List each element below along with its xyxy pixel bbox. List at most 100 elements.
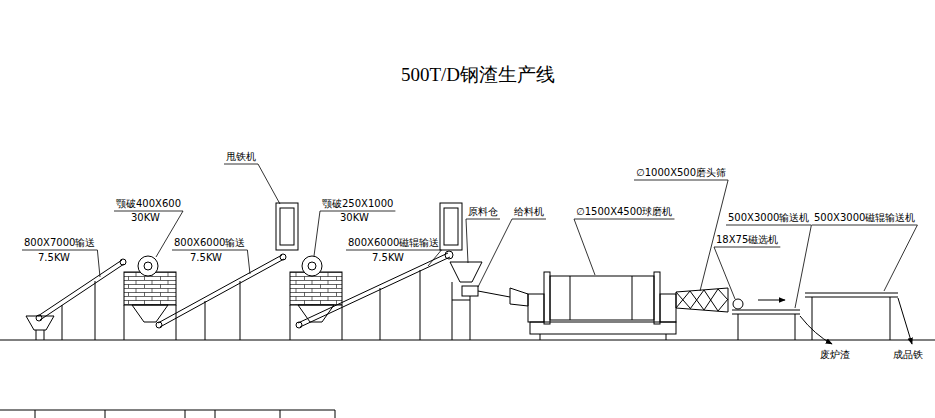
label-underline xyxy=(114,211,183,212)
magnetic-roller-conveyor xyxy=(445,251,453,259)
belt-conveyor xyxy=(205,301,206,340)
flow-arrow xyxy=(758,300,785,301)
screen-label: ∅1000X500磨头筛 xyxy=(636,167,726,179)
table-stub xyxy=(185,410,186,418)
belt-conveyor xyxy=(62,305,63,340)
label-underline xyxy=(574,219,674,220)
power-rating: 30KW xyxy=(131,212,160,224)
raw-material-bin xyxy=(450,262,482,282)
label-underline xyxy=(22,250,97,251)
jaw-crusher xyxy=(302,256,322,276)
magnetic-roller-conveyor xyxy=(805,293,898,340)
label-underline xyxy=(634,180,728,181)
feed-hopper xyxy=(26,316,54,330)
ball-mill xyxy=(632,276,633,320)
table-stub xyxy=(35,410,36,418)
belt-conveyor xyxy=(36,259,126,340)
trommel-screen xyxy=(676,288,728,312)
belt-conveyor xyxy=(38,260,122,316)
jaw-crusher xyxy=(290,305,291,340)
flow-arrow xyxy=(758,300,785,301)
feed-hopper xyxy=(44,330,45,340)
magnetic-roller-conveyor xyxy=(420,270,421,340)
ball-mill xyxy=(540,334,541,340)
label-underline xyxy=(346,250,441,251)
label-underline xyxy=(512,219,546,220)
crusher-label: 颚破400X600 xyxy=(116,198,181,210)
jaw-crusher xyxy=(308,262,316,270)
table-stub xyxy=(335,410,336,418)
belt-conveyor xyxy=(733,299,743,309)
magnetic-roller-conveyor xyxy=(805,297,898,298)
magnetic-roller-conveyor xyxy=(296,251,453,340)
feeder xyxy=(462,286,478,296)
ball-mill xyxy=(570,276,571,320)
separator-label: 甩铁机 xyxy=(226,151,256,163)
ball-mill xyxy=(550,276,654,320)
magnetic-roller-conveyor xyxy=(805,293,898,294)
conveyor-label: 800X6000磁辊输送 xyxy=(348,237,439,249)
leader-lines xyxy=(22,164,917,308)
belt-conveyor xyxy=(40,264,124,320)
conveyor-label: 800X6000输送 xyxy=(174,237,245,249)
feeder-label: 给料机 xyxy=(514,206,544,218)
belt-conveyor xyxy=(738,314,739,340)
leader-line xyxy=(574,219,595,275)
label-underline xyxy=(320,211,395,212)
iron-separator xyxy=(440,203,462,250)
belt-conveyor xyxy=(156,322,162,328)
belt-conveyor xyxy=(240,281,241,340)
jaw-crusher xyxy=(124,305,125,340)
iron-separator xyxy=(276,203,298,250)
ball-mill xyxy=(528,294,544,322)
ball-mill xyxy=(660,294,676,322)
label-underline xyxy=(714,247,780,248)
belt-conveyor xyxy=(160,259,284,327)
belt-conveyor xyxy=(36,315,42,321)
magnetic-roller-conveyor xyxy=(298,253,448,323)
leader-line xyxy=(795,225,811,308)
bin-label: 原料仓 xyxy=(468,206,498,218)
jaw-crusher xyxy=(342,305,343,340)
iron-separator xyxy=(444,208,458,245)
trommel-screen xyxy=(676,288,728,312)
leader-line xyxy=(314,211,320,256)
output-label: 成品铁 xyxy=(893,349,923,361)
raw-material-bin xyxy=(452,282,453,340)
power-rating: 30KW xyxy=(340,212,369,224)
jaw-crusher xyxy=(124,256,176,340)
belt-conveyor xyxy=(732,299,800,340)
jaw-crusher xyxy=(290,256,342,340)
jaw-crusher xyxy=(138,256,158,276)
ball-mill xyxy=(544,272,550,324)
leader-line xyxy=(466,219,468,263)
leader-line xyxy=(97,250,100,277)
ball-mill xyxy=(530,322,676,334)
conveyor-label: 500X3000输送机 xyxy=(728,212,809,224)
table-stub xyxy=(0,410,335,418)
slag-outlet-arrow xyxy=(800,316,832,344)
belt-conveyor xyxy=(732,314,800,315)
feeder xyxy=(470,296,471,340)
conveyor-label: 800X7000输送 xyxy=(24,237,95,249)
leader-line xyxy=(884,225,917,291)
label-underline xyxy=(224,164,258,165)
feeder xyxy=(462,286,528,340)
drawing-title: 500T/D钢渣生产线 xyxy=(401,64,555,86)
conveyor-label: 500X3000磁辊输送机 xyxy=(814,212,915,224)
ball-mill xyxy=(666,334,667,340)
magnetic-roller-conveyor xyxy=(296,322,302,328)
raw-material-bin xyxy=(450,262,482,340)
belt-conveyor xyxy=(156,254,286,340)
raw-material-bin xyxy=(452,300,470,301)
magnetic-roller-conveyor xyxy=(380,288,381,340)
table-stub xyxy=(0,410,335,411)
leader-line xyxy=(714,247,735,299)
table-stub xyxy=(215,410,216,418)
magnetic-roller-conveyor xyxy=(890,297,891,340)
label-underline xyxy=(172,250,247,251)
crusher-label: 颚破250X1000 xyxy=(322,198,393,210)
power-rating: 7.5KW xyxy=(372,252,404,264)
belt-conveyor xyxy=(280,254,286,260)
